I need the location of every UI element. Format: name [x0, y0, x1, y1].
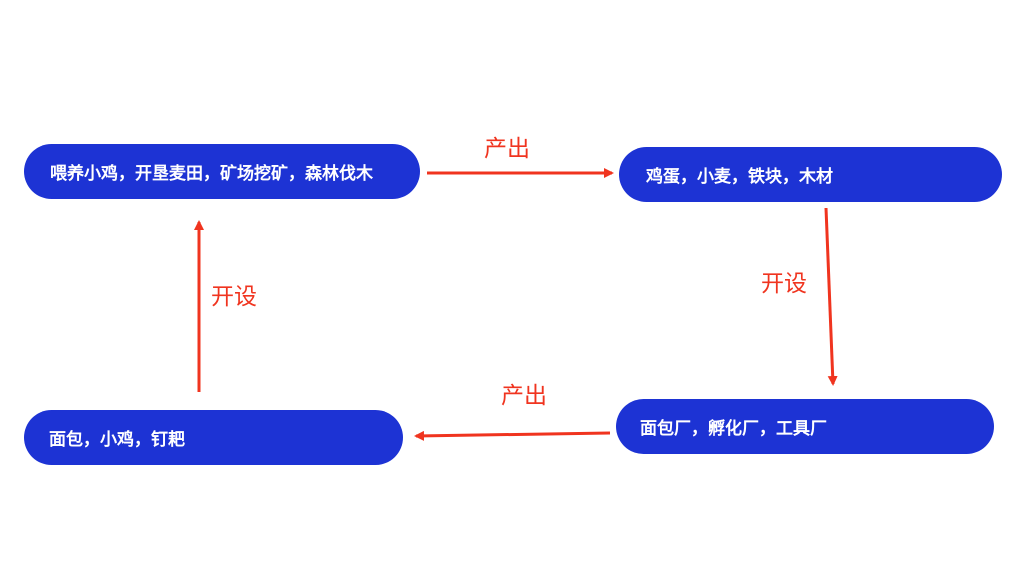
- node-activities: 喂养小鸡，开垦麦田，矿场挖矿，森林伐木: [24, 144, 420, 199]
- node-factories: 面包厂，孵化厂，工具厂: [616, 399, 994, 454]
- edge-label-products-to-activities: 开设: [211, 284, 257, 310]
- edge-label-factories-to-products: 产出: [501, 383, 547, 409]
- edge-label-raw-materials-to-factories: 开设: [761, 271, 807, 297]
- node-factories-label: 面包厂，孵化厂，工具厂: [640, 419, 827, 439]
- node-raw-materials-label: 鸡蛋，小麦，铁块，木材: [646, 167, 833, 187]
- arrow-factories-to-products: [414, 430, 611, 441]
- node-raw-materials: 鸡蛋，小麦，铁块，木材: [619, 147, 1002, 202]
- node-activities-label: 喂养小鸡，开垦麦田，矿场挖矿，森林伐木: [50, 164, 373, 184]
- arrow-raw-materials-to-factories: [824, 207, 838, 386]
- node-products: 面包，小鸡，钉耙: [24, 410, 403, 465]
- edge-label-activities-to-raw-materials: 产出: [484, 136, 530, 162]
- node-products-label: 面包，小鸡，钉耙: [49, 430, 185, 450]
